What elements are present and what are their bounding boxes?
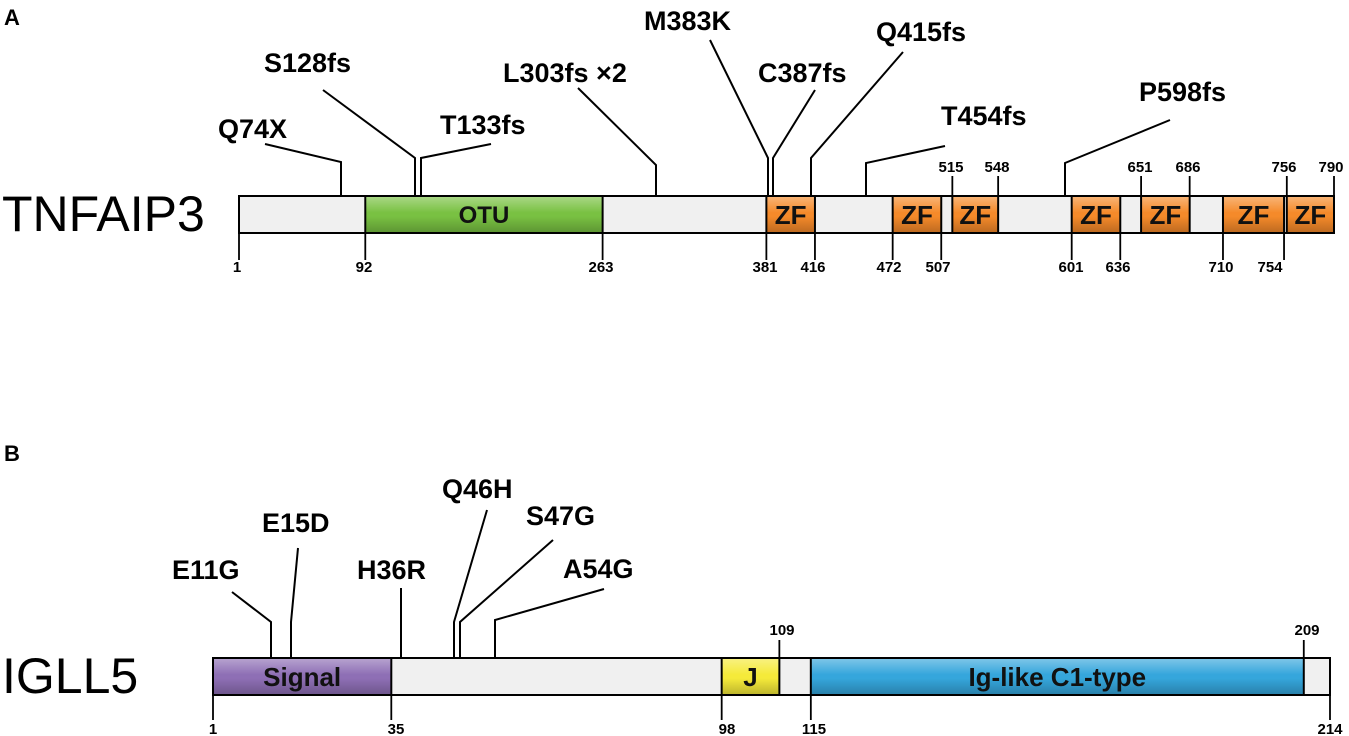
position-label: 263 [588, 259, 613, 276]
position-label: 686 [1175, 159, 1200, 176]
mutation-label-e11g: E11G [172, 555, 240, 585]
mutation-leader-q46h [453, 509, 488, 658]
domain-label: ZF [1238, 200, 1270, 230]
mutation-leader-c387fs [772, 89, 816, 196]
domain-zf: ZF [1140, 195, 1191, 234]
panel-a-tnfaip3: A TNFAIP3 OTU ZF ZF ZF ZF ZF ZF ZF 1 92 263 381… [2, 5, 1344, 276]
mutation-label-h36r: H36R [357, 555, 426, 585]
mutation-label-q74x: Q74X [218, 114, 287, 144]
domain-shading [214, 659, 391, 694]
mutation-label-a54g: A54G [563, 554, 634, 584]
domain-zf: ZF [1285, 195, 1336, 234]
mutation-label-q415fs: Q415fs [876, 17, 966, 47]
position-label: 651 [1127, 159, 1152, 176]
gene-name-tnfaip3: TNFAIP3 [2, 186, 205, 242]
domain-label: ZF [1080, 200, 1112, 230]
mutation-leader-l303fs [577, 87, 657, 196]
mutation-leader-t133fs [420, 143, 492, 196]
position-label: 1 [209, 721, 217, 736]
domain-label: ZF [959, 200, 991, 230]
domain-label: OTU [459, 202, 510, 229]
domain-label: Signal [263, 662, 341, 692]
domain-zf: ZF [951, 195, 1000, 234]
position-label: 98 [719, 721, 736, 736]
position-label: 636 [1105, 259, 1130, 276]
position-label: 710 [1208, 259, 1233, 276]
domain-label: J [743, 662, 757, 692]
mutation-label-l303fs: L303fs ×2 [503, 58, 627, 88]
domain-label: ZF [901, 200, 933, 230]
domain-shading [811, 659, 1303, 694]
domain-shading [1142, 197, 1189, 232]
mutation-leader-s47g [459, 539, 554, 658]
domain-zf: ZF [1070, 195, 1122, 234]
position-label: 548 [984, 159, 1009, 176]
domain-track-tnfaip3: OTU ZF ZF ZF ZF ZF ZF ZF [364, 195, 1336, 234]
mutation-leader-q415fs [810, 51, 904, 196]
domain-shading [366, 197, 602, 232]
mutation-label-s47g: S47G [526, 501, 595, 531]
position-label: 754 [1257, 259, 1283, 276]
domain-shading [893, 197, 941, 232]
position-label: 472 [876, 259, 901, 276]
mutation-leader-m383k [709, 39, 769, 196]
domain-zf: ZF [765, 195, 816, 234]
domain-label: ZF [1295, 200, 1327, 230]
position-label: 515 [938, 159, 963, 176]
domain-ig-like-c1-type: Ig-like C1-type [809, 657, 1305, 696]
position-ticks-tnfaip3 [238, 176, 1335, 260]
position-label: 35 [388, 721, 405, 736]
position-label: 1 [233, 259, 241, 276]
panel-letter-a: A [4, 5, 20, 30]
domain-shading [1072, 197, 1120, 232]
position-label: 790 [1318, 159, 1343, 176]
position-label: 507 [925, 259, 950, 276]
domain-shading [953, 197, 998, 232]
panel-letter-b: B [4, 441, 20, 466]
mutation-leader-t454fs [865, 145, 946, 196]
domain-label: ZF [1149, 200, 1181, 230]
domain-zf: ZF [891, 195, 943, 234]
domain-zf: ZF [1221, 195, 1286, 234]
domain-track-igll5: Signal J Ig-like C1-type [212, 657, 1305, 696]
position-label: 416 [800, 259, 825, 276]
mutation-label-t133fs: T133fs [440, 110, 526, 140]
mutation-leader-e11g [231, 591, 272, 658]
domain-label: Ig-like C1-type [968, 662, 1146, 692]
position-label: 115 [802, 721, 826, 736]
mutation-label-m383k: M383K [644, 6, 732, 36]
mutation-label-c387fs: C387fs [758, 58, 847, 88]
position-label: 214 [1317, 721, 1343, 736]
mutation-leader-p598fs [1064, 119, 1171, 196]
mutation-leader-e15d [290, 547, 299, 658]
panel-b-igll5: B IGLL5 Signal J Ig-like C1-type 1 35 98 1… [2, 441, 1343, 736]
position-label: 109 [769, 622, 794, 639]
domain-shading [722, 659, 779, 694]
position-label: 381 [752, 259, 777, 276]
position-ticks-igll5 [212, 640, 1331, 720]
mutation-label-t454fs: T454fs [941, 101, 1027, 131]
mutation-label-p598fs: P598fs [1139, 77, 1226, 107]
domain-j: J [720, 657, 781, 696]
mutation-label-s128fs: S128fs [264, 48, 351, 78]
domain-shading [767, 197, 814, 232]
position-label: 209 [1294, 622, 1319, 639]
domain-signal: Signal [212, 657, 393, 696]
domain-label: ZF [775, 200, 807, 230]
domain-otu: OTU [364, 195, 604, 234]
domain-shading [1223, 197, 1284, 232]
position-label: 92 [356, 259, 373, 276]
mutation-leader-q74x [264, 143, 342, 196]
mutation-leader-s128fs [322, 89, 416, 196]
position-label: 756 [1271, 159, 1296, 176]
position-label: 601 [1058, 259, 1083, 276]
domain-shading [1287, 197, 1333, 232]
mutation-label-q46h: Q46H [442, 474, 513, 504]
gene-name-igll5: IGLL5 [2, 648, 138, 704]
mutation-leader-a54g [494, 588, 605, 658]
mutation-label-e15d: E15D [262, 508, 330, 538]
